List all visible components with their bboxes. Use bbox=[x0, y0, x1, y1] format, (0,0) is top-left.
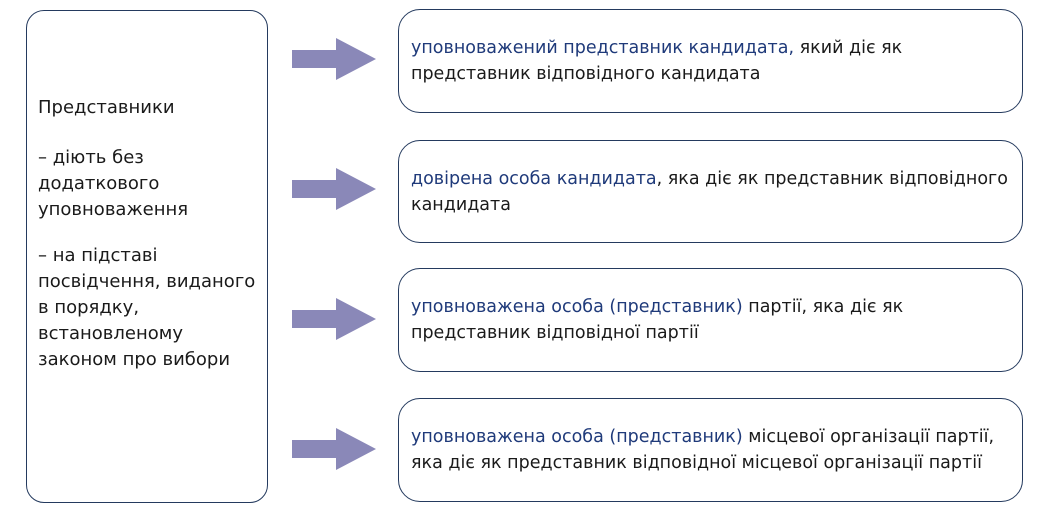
box-text: партії, яка діє як представник відповідн… bbox=[411, 297, 904, 343]
box-text: , яка діє як представник відповідного ка… bbox=[411, 168, 1008, 215]
box-highlight: уповноважений представник кандидата, bbox=[411, 38, 795, 58]
representatives-item-2: – на підставі посвідчення, виданого в по… bbox=[38, 245, 256, 370]
box-text: який діє як представник відповідного кан… bbox=[411, 38, 903, 84]
box-highlight: уповноважена особа (представник) bbox=[411, 297, 743, 317]
representatives-item-1: – діють без додаткового уповноваження bbox=[38, 147, 189, 220]
candidate-authorized-representative-box: уповноважений представник кандидата, яки… bbox=[398, 9, 1023, 113]
arrow-right-icon bbox=[292, 298, 376, 340]
arrow-right-icon bbox=[292, 168, 376, 210]
box-highlight: уповноважена особа (представник) bbox=[411, 427, 743, 447]
representatives-box: Представники – діють без додаткового упо… bbox=[26, 10, 268, 503]
party-representative-box: уповноважена особа (представник) партії,… bbox=[398, 268, 1023, 372]
local-party-organization-representative-box: уповноважена особа (представник) місцево… bbox=[398, 398, 1023, 502]
arrow-right-icon bbox=[292, 38, 376, 80]
box-highlight: довірена особа кандидата bbox=[411, 168, 657, 189]
box-text: місцевої організації партії, яка діє як … bbox=[411, 427, 995, 473]
candidate-proxy-box: довірена особа кандидата, яка діє як пре… bbox=[398, 140, 1023, 243]
representatives-title: Представники bbox=[38, 97, 175, 118]
arrow-right-icon bbox=[292, 428, 376, 470]
